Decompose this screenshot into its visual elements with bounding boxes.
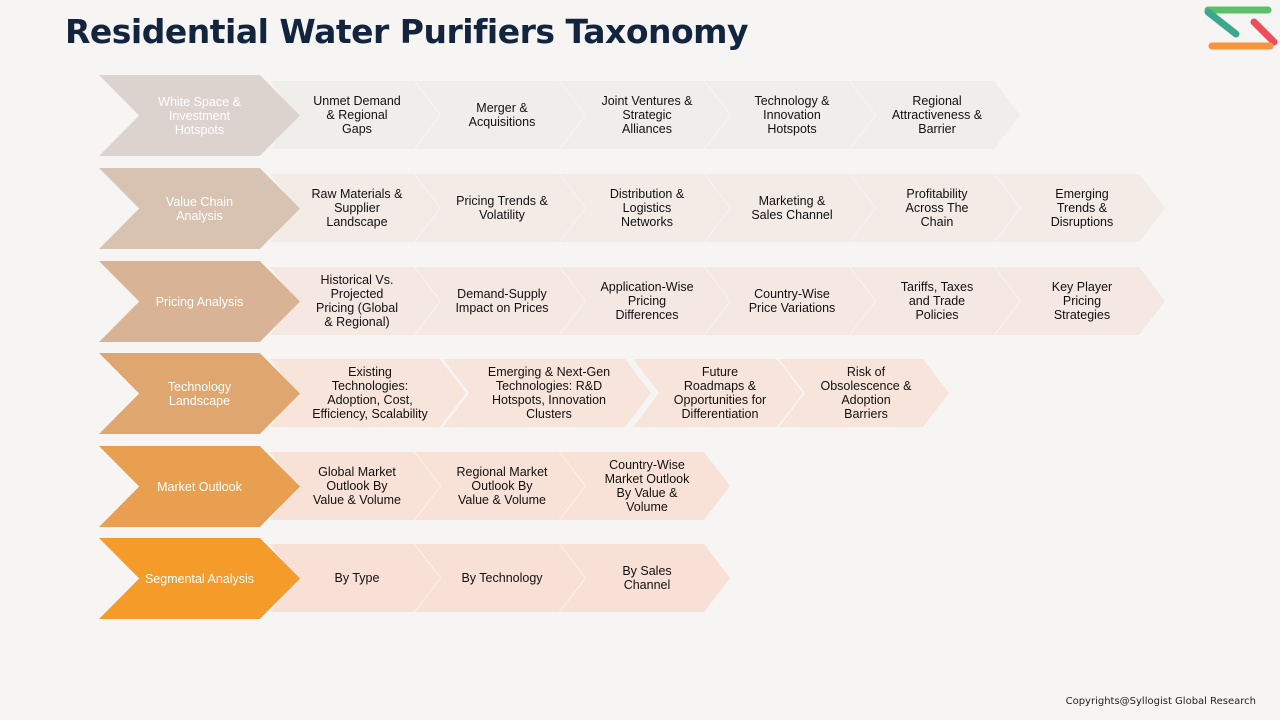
taxonomy-row: By Type By Technology By Sales Channel Segm… [0,538,1280,620]
page-title: Residential Water Purifiers Taxonomy [65,12,749,51]
taxonomy-row: Unmet Demand & Regional Gaps Merger & Acq… [0,75,1280,157]
sub-category-chevron: Existing Technologies: Adoption, Cost, E… [270,359,466,427]
sub-category-label: Future Roadmaps & Opportunities for Diff… [673,365,767,421]
sub-category-label: Regional Market Outlook By Value & Volum… [456,465,548,507]
syllogist-logo-icon [1204,6,1278,50]
sub-category-chevron: Merger & Acquisitions [415,81,585,149]
sub-category-label: Key Player Pricing Strategies [1051,280,1113,322]
sub-category-chevron: Regional Attractiveness & Barrier [850,81,1020,149]
sub-category-label: Marketing & Sales Channel [751,194,833,222]
sub-category-chevron: Risk of Obsolescence & Adoption Barriers [779,359,949,427]
main-category-label: Segmental Analysis [144,571,255,586]
main-category-label: Technology Landscape [167,379,232,408]
sub-category-label: Distribution & Logistics Networks [609,187,685,229]
main-category-chevron: Technology Landscape [99,353,300,434]
main-category-chevron: Segmental Analysis [99,538,300,619]
sub-category-label: Historical Vs. Projected Pricing (Global… [316,273,398,329]
main-category-chevron: Market Outlook [99,446,300,527]
sub-category-chevron: Emerging & Next-Gen Technologies: R&D Ho… [443,359,651,427]
sub-category-chevron: Pricing Trends & Volatility [415,174,585,242]
sub-category-label: Raw Materials & Supplier Landscape [311,187,403,229]
sub-category-chevron: Demand-Supply Impact on Prices [415,267,585,335]
sub-category-label: By Technology [461,571,543,585]
sub-category-label: By Sales Channel [622,564,672,592]
sub-category-label: Merger & Acquisitions [468,101,536,129]
main-category-label: Pricing Analysis [155,294,244,309]
sub-category-label: Existing Technologies: Adoption, Cost, E… [312,365,428,421]
sub-category-chevron: Technology & Innovation Hotspots [705,81,875,149]
sub-category-label: Technology & Innovation Hotspots [754,94,830,136]
sub-category-label: Country-Wise Market Outlook By Value & V… [604,458,690,514]
sub-category-label: By Type [334,571,380,585]
sub-category-label: Country-Wise Price Variations [748,287,836,315]
sub-category-chevron: Tariffs, Taxes and Trade Policies [850,267,1020,335]
sub-category-label: Tariffs, Taxes and Trade Policies [900,280,974,322]
sub-category-chevron: Country-Wise Market Outlook By Value & V… [560,452,730,520]
sub-category-label: Emerging & Next-Gen Technologies: R&D Ho… [487,365,611,421]
sub-category-label: Joint Ventures & Strategic Alliances [601,94,693,136]
main-category-label: Market Outlook [157,479,242,494]
sub-category-chevron: Application-Wise Pricing Differences [560,267,730,335]
sub-category-chevron: Key Player Pricing Strategies [995,267,1165,335]
sub-category-chevron: Regional Market Outlook By Value & Volum… [415,452,585,520]
sub-category-chevron: Global Market Outlook By Value & Volume [270,452,440,520]
sub-category-chevron: Country-Wise Price Variations [705,267,875,335]
sub-category-label: Profitability Across The Chain [905,187,969,229]
sub-category-label: Unmet Demand & Regional Gaps [313,94,401,136]
main-category-chevron: Value Chain Analysis [99,168,300,249]
sub-category-chevron: By Sales Channel [560,544,730,612]
main-category-label: White Space & Investment Hotspots [158,94,241,137]
sub-category-label: Regional Attractiveness & Barrier [891,94,983,136]
taxonomy-row: Historical Vs. Projected Pricing (Global… [0,261,1280,343]
copyright-text: Copyrights@Syllogist Global Research [1065,696,1256,707]
sub-category-label: Pricing Trends & Volatility [456,194,548,222]
sub-category-chevron: Distribution & Logistics Networks [560,174,730,242]
taxonomy-row: Raw Materials & Supplier Landscape Pricin… [0,168,1280,250]
main-category-label: Value Chain Analysis [165,194,234,223]
main-category-chevron: White Space & Investment Hotspots [99,75,300,156]
sub-category-chevron: By Technology [415,544,585,612]
sub-category-chevron: Raw Materials & Supplier Landscape [270,174,440,242]
sub-category-label: Demand-Supply Impact on Prices [455,287,549,315]
taxonomy-row: Existing Technologies: Adoption, Cost, E… [0,353,1280,435]
sub-category-label: Application-Wise Pricing Differences [600,280,694,322]
sub-category-label: Emerging Trends & Disruptions [1050,187,1114,229]
sub-category-label: Global Market Outlook By Value & Volume [312,465,402,507]
sub-category-label: Risk of Obsolescence & Adoption Barriers [820,365,912,421]
sub-category-chevron: Future Roadmaps & Opportunities for Diff… [633,359,803,427]
main-category-chevron: Pricing Analysis [99,261,300,342]
sub-category-chevron: Historical Vs. Projected Pricing (Global… [270,267,440,335]
sub-category-chevron: Joint Ventures & Strategic Alliances [560,81,730,149]
sub-category-chevron: Emerging Trends & Disruptions [995,174,1165,242]
taxonomy-row: Global Market Outlook By Value & Volume R… [0,446,1280,528]
sub-category-chevron: Profitability Across The Chain [850,174,1020,242]
sub-category-chevron: Marketing & Sales Channel [705,174,875,242]
